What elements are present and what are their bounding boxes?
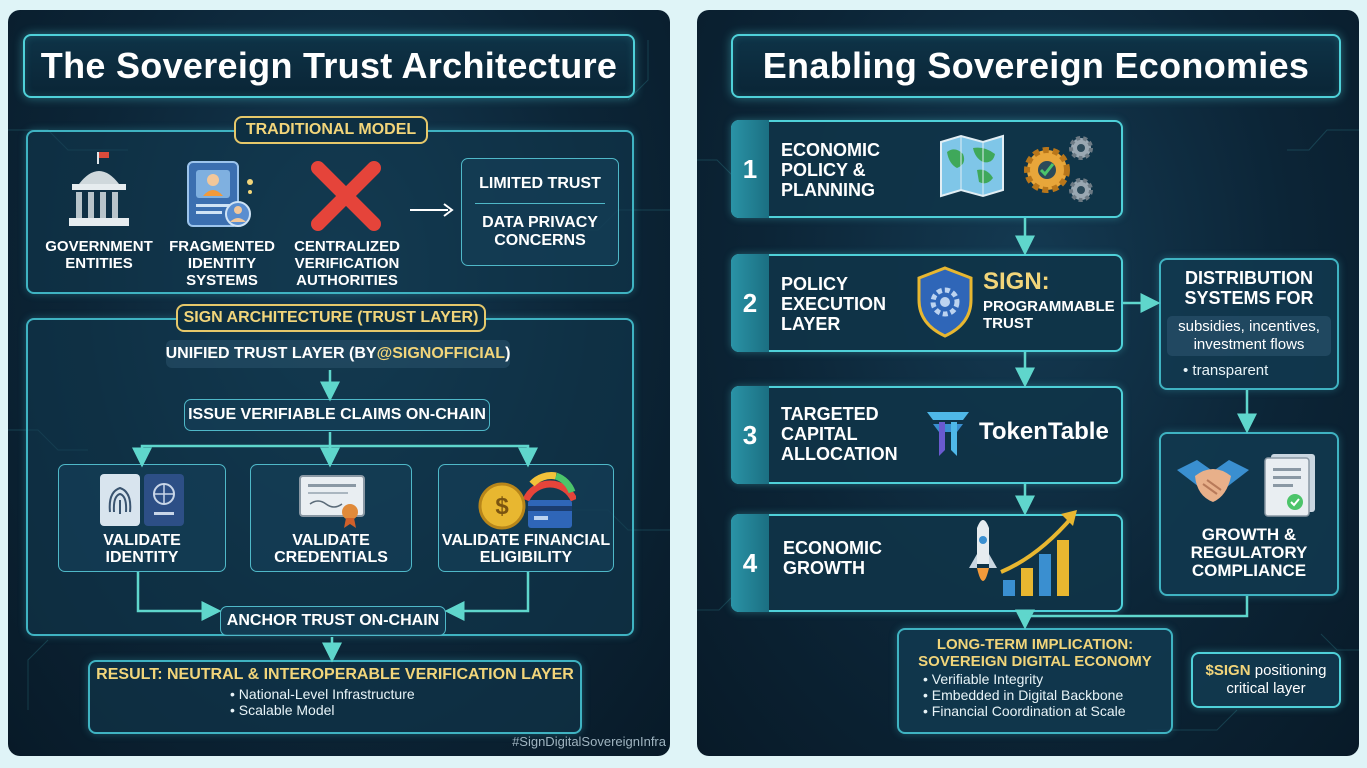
left-panel: The Sovereign Trust Architecture TRADITI…: [8, 10, 670, 756]
sign-architecture-heading: SIGN ARCHITECTURE (TRUST LAYER): [176, 304, 486, 332]
step-1-label: ECONOMIC POLICY & PLANNING: [781, 140, 880, 200]
implication-bullet-3: Financial Coordination at Scale: [923, 703, 1171, 719]
implication-bullets: Verifiable Integrity Embedded in Digital…: [923, 671, 1171, 719]
step-3-number: 3: [731, 386, 769, 484]
outcome-divider: [475, 202, 605, 204]
sign-brand: SIGN:: [983, 268, 1050, 295]
validate-financial-box: [438, 464, 614, 572]
map-icon: [940, 134, 1004, 198]
svg-text:$: $: [495, 493, 509, 520]
unified-suffix: ): [505, 345, 511, 362]
result-bullets: National-Level Infrastructure Scalable M…: [230, 686, 530, 718]
result-bullet-1: National-Level Infrastructure: [230, 686, 530, 702]
identity-card-icon: [187, 161, 253, 227]
distribution-detail: subsidies, incentives, investment flows: [1167, 316, 1331, 356]
validate-identity-label: VALIDATE IDENTITY: [103, 532, 181, 566]
issue-claims-box: ISSUE VERIFIABLE CLAIMS ON-CHAIN: [184, 399, 490, 431]
distribution-heading: DISTRIBUTION SYSTEMS FOR: [1184, 268, 1314, 308]
result-heading: RESULT: NEUTRAL & INTEROPERABLE VERIFICA…: [96, 666, 574, 683]
right-panel: Enabling Sovereign Economies 1 ECONOMIC …: [697, 10, 1359, 756]
implication-bullet-1: Verifiable Integrity: [923, 671, 1171, 687]
data-privacy-text: DATA PRIVACY CONCERNS: [482, 213, 598, 249]
unified-trust-layer: UNIFIED TRUST LAYER (BY @SIGNOFFICIAL): [166, 340, 510, 368]
government-building-icon: [69, 152, 129, 226]
implication-bullet-2: Embedded in Digital Backbone: [923, 687, 1171, 703]
step-3-label: TARGETED CAPITAL ALLOCATION: [781, 404, 898, 464]
validate-identity-box: [58, 464, 226, 572]
programmable-trust-text: PROGRAMMABLE TRUST: [983, 298, 1115, 332]
anchor-trust-box: ANCHOR TRUST ON-CHAIN: [220, 606, 446, 636]
certificate-icon: [299, 475, 365, 528]
unified-prefix: UNIFIED TRUST LAYER (BY: [165, 345, 377, 362]
step-2-label: POLICY EXECUTION LAYER: [781, 274, 887, 334]
tokentable-logo-icon: [927, 412, 969, 456]
arrow-right-icon: [410, 203, 454, 217]
coin-gauge-icon: $: [478, 472, 576, 530]
sign-badge-text: positioning critical layer: [1226, 662, 1327, 697]
rocket-growth-chart-icon: [969, 510, 1077, 596]
compliance-label: GROWTH & REGULATORY COMPLIANCE: [1190, 525, 1308, 580]
shield-gear-icon: [917, 266, 973, 338]
implication-heading: LONG-TERM IMPLICATION: SOVEREIGN DIGITAL…: [918, 636, 1152, 670]
step-4-number: 4: [731, 514, 769, 612]
step-3-box: [731, 386, 1123, 484]
validate-credentials-label: VALIDATE CREDENTIALS: [274, 532, 388, 566]
result-bullet-2: Scalable Model: [230, 702, 530, 718]
traditional-model-heading: TRADITIONAL MODEL: [234, 116, 428, 144]
traditional-outcome-box: LIMITED TRUST DATA PRIVACY CONCERNS: [461, 158, 619, 266]
distribution-bullet: transparent: [1183, 363, 1323, 379]
centralized-authorities-label: CENTRALIZED VERIFICATION AUTHORITIES: [294, 238, 400, 289]
step-4-label: ECONOMIC GROWTH: [783, 538, 882, 578]
step-1-number: 1: [731, 120, 769, 218]
sign-badge: $SIGN positioning critical layer: [1191, 652, 1341, 708]
step-2-number: 2: [731, 254, 769, 352]
limited-trust-text: LIMITED TRUST: [479, 174, 601, 192]
handshake-documents-icon: [1177, 454, 1315, 517]
red-x-icon: [311, 161, 381, 231]
tokentable-brand: TokenTable: [979, 418, 1109, 445]
left-title: The Sovereign Trust Architecture: [23, 34, 635, 98]
right-title: Enabling Sovereign Economies: [731, 34, 1341, 98]
validate-financial-label: VALIDATE FINANCIAL ELIGIBILITY: [441, 532, 611, 566]
signofficial-handle: @SIGNOFFICIAL: [376, 345, 506, 362]
sign-ticker: $SIGN: [1205, 662, 1251, 679]
hashtag-text: #SignDigitalSovereignInfra: [512, 734, 666, 749]
gears-icon: [1024, 136, 1093, 202]
government-entities-label: GOVERNMENT ENTITIES: [45, 238, 153, 272]
fragmented-identity-label: FRAGMENTED IDENTITY SYSTEMS: [169, 238, 275, 289]
passport-fingerprint-icon: [100, 474, 184, 526]
